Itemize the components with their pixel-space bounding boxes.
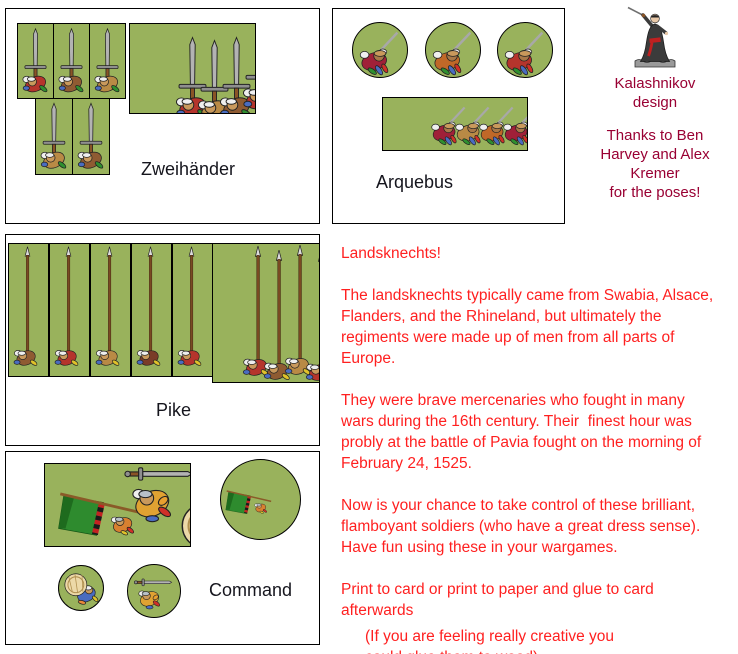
- article-title: Landsknechts!: [341, 245, 441, 262]
- arquebus-squad-icon: [383, 98, 527, 150]
- article-text: Landsknechts! The landsknechts typically…: [341, 243, 738, 654]
- pikeman-icon: [91, 244, 130, 376]
- zweihander-card-single: [72, 98, 110, 175]
- pike-card-group: [212, 243, 320, 383]
- arquebus-base-token: [425, 22, 481, 78]
- officer-token: [127, 564, 181, 618]
- standard-bearer-icon: [221, 460, 300, 539]
- arquebus-card-group: [382, 97, 528, 151]
- arquebus-base-token: [352, 22, 408, 78]
- zweihander-squad-icon: [130, 24, 255, 113]
- thanks-line: for the poses!: [609, 184, 701, 201]
- zweihander-card-single: [17, 23, 54, 99]
- pikeman-icon: [9, 244, 48, 376]
- zweihander-label: Zweihänder: [141, 159, 236, 179]
- arquebus-base-token: [497, 22, 553, 78]
- arquebus-section: Arquebus: [332, 8, 565, 224]
- credits-block: Kalashnikov design Thanks to Ben Harvey …: [570, 6, 738, 202]
- command-group-icon: [45, 464, 190, 546]
- article-paragraph-print: Print to card or print to paper and glue…: [341, 581, 654, 619]
- command-section: Command: [5, 451, 320, 645]
- zweihander-soldier-icon: [90, 24, 125, 98]
- standard-bearer-token: [220, 459, 301, 540]
- cossack-swordsman-icon: [622, 6, 688, 70]
- zweihander-soldier-icon: [36, 99, 72, 174]
- arquebus-label: Arquebus: [376, 172, 454, 192]
- zweihander-card-single: [35, 98, 73, 175]
- pikeman-icon: [132, 244, 171, 376]
- zweihander-soldier-icon: [73, 99, 109, 174]
- pike-squad-icon: [213, 244, 319, 382]
- article-paragraph-wood-tip: (If you are feeling really creative you …: [365, 628, 614, 654]
- command-card-group: [44, 463, 191, 547]
- pike-label: Pike: [156, 400, 192, 420]
- pikeman-icon: [50, 244, 89, 376]
- pike-card-single: [172, 243, 213, 377]
- pike-card-single: [8, 243, 49, 377]
- zweihander-card-group: [129, 23, 256, 114]
- pikeman-icon: [173, 244, 212, 376]
- zweihander-soldier-icon: [54, 24, 89, 98]
- brand-name-line: Kalashnikov: [614, 75, 696, 92]
- arquebusier-icon: [353, 23, 407, 77]
- drummer-icon: [59, 566, 103, 610]
- pike-card-single: [90, 243, 131, 377]
- article-paragraph-pitch: Now is your chance to take control of th…: [341, 497, 701, 556]
- arquebusier-icon: [426, 23, 480, 77]
- brand-name-line: design: [632, 94, 678, 111]
- zweihander-card-single: [53, 23, 90, 99]
- drummer-token: [58, 565, 104, 611]
- zweihander-card-single: [89, 23, 126, 99]
- thanks-line: Kremer: [630, 165, 680, 182]
- zweihander-soldier-icon: [18, 24, 53, 98]
- zweihander-section: Zweihänder: [5, 8, 320, 224]
- pike-card-single: [131, 243, 172, 377]
- thanks-line: Harvey and Alex: [600, 146, 710, 163]
- article-paragraph-origins: The landsknechts typically came from Swa…: [341, 287, 714, 367]
- article-paragraph-history: They were brave mercenaries who fought i…: [341, 392, 702, 472]
- officer-sword-icon: [128, 565, 180, 617]
- thanks-line: Thanks to Ben: [606, 127, 704, 144]
- thanks-note: Thanks to Ben Harvey and Alex Kremer for…: [570, 126, 738, 202]
- arquebusier-icon: [498, 23, 552, 77]
- pike-section: Pike: [5, 234, 320, 446]
- pike-card-single: [49, 243, 90, 377]
- command-label: Command: [209, 580, 293, 600]
